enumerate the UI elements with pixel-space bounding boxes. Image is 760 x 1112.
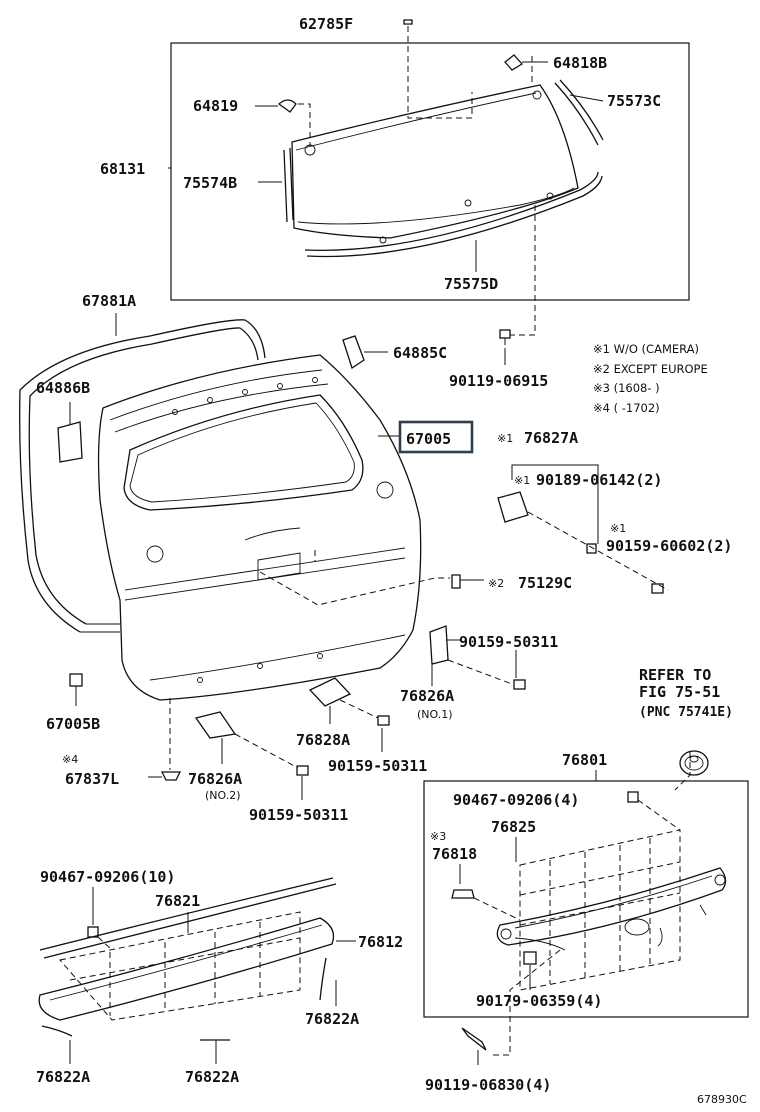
sublabel-76826A-no1: (NO.1) [417, 708, 453, 721]
cushion-67005B [69, 673, 83, 687]
legend-2: ※2 EXCEPT EUROPE [593, 362, 708, 376]
label-76821[interactable]: 76821 [155, 892, 200, 910]
label-67881A[interactable]: 67881A [82, 292, 136, 310]
label-76822A-mid[interactable]: 76822A [185, 1068, 239, 1086]
lower-grid [59, 911, 301, 1021]
mark-1-90159: ※1 [610, 522, 626, 535]
tape-76822A-left [41, 1025, 73, 1037]
sublabel-76826A-no2: (NO.2) [205, 789, 241, 802]
label-76818[interactable]: 76818 [432, 845, 477, 863]
garnish-76821 [39, 877, 337, 959]
label-76827A[interactable]: 76827A [524, 429, 578, 447]
mark-3-76818: ※3 [430, 830, 446, 843]
label-90159-60602[interactable]: 90159-60602(2) [606, 537, 732, 555]
legend-3: ※3 (1608- ) [593, 381, 660, 395]
label-62785F[interactable]: 62785F [299, 15, 353, 33]
label-90179-06359[interactable]: 90179-06359(4) [476, 992, 602, 1010]
weatherstrip-seal [19, 319, 266, 633]
emblem-toyota [679, 750, 709, 776]
nut-90189-06142 [586, 543, 597, 554]
mark-2-75129C: ※2 [488, 577, 504, 590]
bracket-76826A-no2 [194, 711, 237, 739]
bracket-64886B [57, 421, 83, 463]
label-68131[interactable]: 68131 [100, 160, 145, 178]
label-76826A-no1[interactable]: 76826A [400, 687, 454, 705]
screw-90467-09206-4 [627, 791, 639, 803]
label-75575D[interactable]: 75575D [444, 275, 498, 293]
tape-76822A-right [319, 957, 327, 1001]
bolt-90159-50311-c [296, 765, 309, 776]
clip-64818B [504, 54, 524, 71]
label-67837L[interactable]: 67837L [65, 770, 119, 788]
bolt-90159-60602 [651, 583, 664, 594]
label-64885C[interactable]: 64885C [393, 344, 447, 362]
bolt-90119-06915 [499, 329, 511, 345]
screw-90467-09206-10 [87, 926, 99, 938]
clip-64819 [277, 99, 297, 113]
label-75573C[interactable]: 75573C [607, 92, 661, 110]
label-90467-09206-4[interactable]: 90467-09206(4) [453, 791, 579, 809]
molding-strip-bottom [304, 171, 603, 258]
label-76828A[interactable]: 76828A [296, 731, 350, 749]
label-67005[interactable]: 67005 [406, 430, 451, 448]
label-90159-50311-a[interactable]: 90159-50311 [459, 633, 558, 651]
molding-strip-right [554, 79, 604, 146]
cap-76818 [451, 889, 475, 899]
label-90189-06142[interactable]: 90189-06142(2) [536, 471, 662, 489]
label-90119-06915[interactable]: 90119-06915 [449, 372, 548, 390]
garnish-76801 [496, 867, 727, 951]
label-90159-50311-b[interactable]: 90159-50311 [328, 757, 427, 775]
bracket-64885C [342, 335, 365, 370]
bracket-76828A [308, 677, 352, 707]
label-64819[interactable]: 64819 [193, 97, 238, 115]
bolt-90159-50311-b [377, 715, 390, 726]
back-window-glass [291, 84, 579, 244]
label-64818B[interactable]: 64818B [553, 54, 607, 72]
label-76822A-right[interactable]: 76822A [305, 1010, 359, 1028]
back-door-panel [97, 354, 422, 701]
label-75574B[interactable]: 75574B [183, 174, 237, 192]
cushion-67837L [160, 771, 182, 781]
refer-line-3: (PNC 75741E) [639, 705, 733, 720]
grid-lines-76801 [519, 829, 681, 991]
mark-1-90189: ※1 [514, 474, 530, 487]
figure-id: 678930C [697, 1093, 747, 1106]
mark-4-67837L: ※4 [62, 753, 78, 766]
plug-75129C [451, 574, 461, 589]
label-76812[interactable]: 76812 [358, 933, 403, 951]
refer-line-2: FIG 75-51 [639, 683, 720, 701]
garnish-group-box [423, 780, 749, 1018]
molding-strip-left [283, 147, 294, 223]
pin-62785F [403, 19, 413, 25]
mark-1-76827A: ※1 [497, 432, 513, 445]
label-90119-06830[interactable]: 90119-06830(4) [425, 1076, 551, 1094]
camera-bracket-76827A [497, 491, 529, 523]
clip-90179-06359 [523, 951, 537, 965]
label-76822A-left[interactable]: 76822A [36, 1068, 90, 1086]
legend-1: ※1 W/O (CAMERA) [593, 342, 699, 356]
bolt-90159-50311-a [513, 679, 526, 690]
refer-line-1: REFER TO [639, 666, 711, 684]
label-75129C[interactable]: 75129C [518, 574, 572, 592]
label-67005B[interactable]: 67005B [46, 715, 100, 733]
bracket-76826A-no1 [429, 625, 449, 665]
label-76826A-no2[interactable]: 76826A [188, 770, 242, 788]
label-76801[interactable]: 76801 [562, 751, 607, 769]
label-90467-09206-10[interactable]: 90467-09206(10) [40, 868, 175, 886]
glass-group-box [170, 42, 690, 301]
label-90159-50311-c[interactable]: 90159-50311 [249, 806, 348, 824]
legend-4: ※4 ( -1702) [593, 401, 660, 415]
garnish-76812 [38, 917, 335, 1021]
label-64886B[interactable]: 64886B [36, 379, 90, 397]
label-76825[interactable]: 76825 [491, 818, 536, 836]
bolt-90119-06830 [461, 1027, 487, 1051]
highlight-box-67005 [398, 420, 474, 454]
